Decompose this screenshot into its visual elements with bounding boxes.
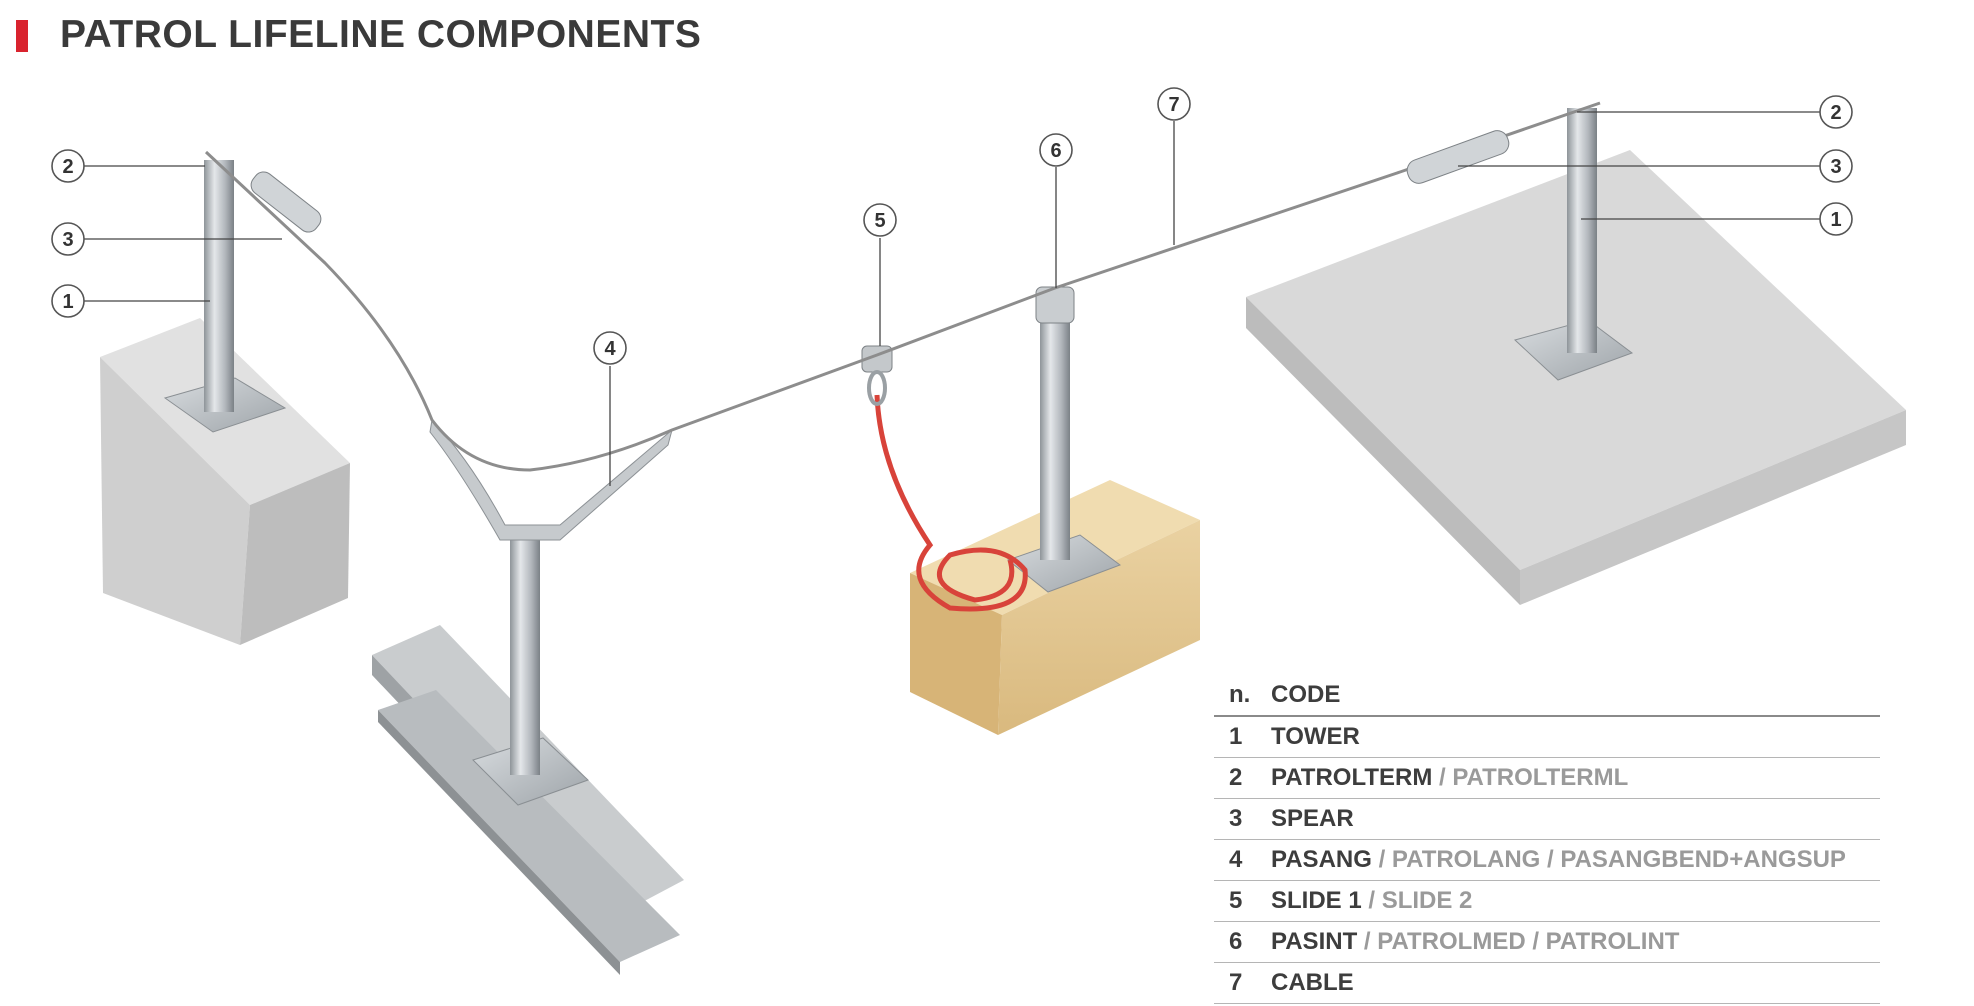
svg-text:6: 6	[1050, 140, 1061, 162]
svg-text:2: 2	[62, 156, 73, 178]
svg-text:1: 1	[1830, 209, 1841, 231]
table-row: 6 PASINT / PATROLMED / PATROLINT	[1214, 922, 1880, 963]
page-title: PATROL LIFELINE COMPONENTS	[60, 13, 702, 56]
svg-text:3: 3	[1830, 156, 1841, 178]
component-table: n. CODE 1 TOWER 2 PATROLTERM / PATROLTERML…	[1214, 675, 1880, 1004]
tower-post-left	[204, 160, 234, 412]
callouts: 2 3 1 4 5 6 7 2 3 1	[51, 87, 1853, 486]
row-number: 1	[1229, 723, 1243, 750]
callout-left-2: 2	[51, 149, 85, 183]
svg-text:5: 5	[874, 210, 885, 232]
svg-text:7: 7	[1168, 94, 1179, 116]
header-n: n.	[1229, 681, 1251, 708]
red-rope	[874, 394, 1028, 612]
callout-left-1: 1	[51, 284, 85, 318]
row-code: PATROLTERM / PATROLTERML	[1271, 764, 1628, 792]
table-row: 5 SLIDE 1 / SLIDE 2	[1214, 881, 1880, 922]
row-code: SLIDE 1 / SLIDE 2	[1271, 887, 1472, 915]
table-row: 1 TOWER	[1214, 717, 1880, 758]
tower-post-mid	[1040, 305, 1070, 560]
carabiner	[867, 370, 887, 406]
code-secondary: / SLIDE 2	[1361, 887, 1473, 914]
table-row: 3 SPEAR	[1214, 799, 1880, 840]
row-number: 6	[1229, 928, 1243, 955]
row-number: 5	[1229, 887, 1243, 914]
code-secondary: / PATROLMED / PATROLINT	[1357, 928, 1680, 955]
callout-right-3: 3	[1819, 149, 1853, 183]
callout-5: 5	[863, 203, 897, 237]
code-primary: PATROLTERM	[1271, 764, 1433, 791]
callout-7: 7	[1157, 87, 1191, 121]
lifeline-cable	[204, 101, 1601, 472]
table-row: 7 CABLE	[1214, 963, 1880, 1004]
code-primary: TOWER	[1271, 723, 1360, 750]
callout-4: 4	[593, 331, 627, 365]
svg-text:3: 3	[62, 229, 73, 251]
title-accent-bar	[16, 20, 28, 52]
callout-right-2: 2	[1819, 95, 1853, 129]
header-code: CODE	[1271, 681, 1341, 708]
row-code: PASANG / PATROLANG / PASANGBEND+ANGSUP	[1271, 846, 1846, 874]
code-primary: PASANG	[1271, 846, 1372, 873]
callout-left-3: 3	[51, 222, 85, 256]
table-row: 2 PATROLTERM / PATROLTERML	[1214, 758, 1880, 799]
code-primary: CABLE	[1271, 969, 1354, 996]
tower-post-right	[1567, 108, 1597, 353]
table-header: n. CODE	[1214, 675, 1880, 717]
row-number: 4	[1229, 846, 1243, 873]
row-number: 2	[1229, 764, 1243, 791]
row-number: 7	[1229, 969, 1243, 996]
patrolterm-left	[250, 171, 322, 233]
callout-right-1: 1	[1819, 202, 1853, 236]
row-code: CABLE	[1271, 969, 1354, 997]
row-number: 3	[1229, 805, 1243, 832]
row-code: TOWER	[1271, 723, 1360, 751]
code-primary: PASINT	[1271, 928, 1358, 955]
angle-bracket	[429, 418, 673, 541]
code-secondary: / PATROLANG / PASANGBEND+ANGSUP	[1371, 846, 1846, 873]
code-primary: SPEAR	[1271, 805, 1354, 832]
code-primary: SLIDE 1	[1271, 887, 1362, 914]
svg-text:1: 1	[62, 291, 73, 313]
table-row: 4 PASANG / PATROLANG / PASANGBEND+ANGSUP	[1214, 840, 1880, 881]
svg-text:2: 2	[1830, 102, 1841, 124]
svg-text:4: 4	[604, 338, 616, 360]
row-code: SPEAR	[1271, 805, 1354, 833]
callout-6: 6	[1039, 133, 1073, 167]
row-code: PASINT / PATROLMED / PATROLINT	[1271, 928, 1679, 956]
tower-post-angle	[510, 530, 540, 775]
patrolterm-right	[1406, 130, 1510, 184]
code-secondary: / PATROLTERML	[1432, 764, 1629, 791]
